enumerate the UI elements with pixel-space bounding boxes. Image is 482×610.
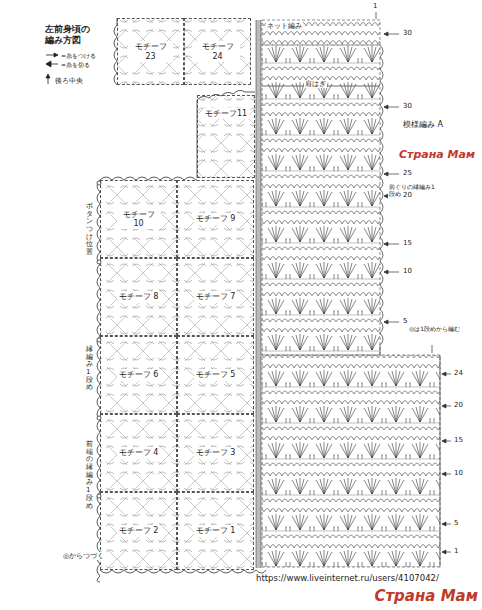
chart-stroke: [442, 522, 446, 526]
chart-stroke: [54, 53, 58, 57]
row-number: 20: [453, 401, 464, 409]
chart-stroke: [46, 61, 51, 67]
chart-stroke: [440, 355, 441, 567]
row-number: 5: [453, 519, 459, 527]
motif-box: モチーフ 6: [100, 336, 177, 414]
note-label: ◎は1段めから編む: [408, 326, 462, 333]
row-number: 1: [453, 547, 459, 555]
chart-stroke: [262, 355, 440, 567]
motif-label: モチーフ 3: [194, 447, 238, 458]
note-label: 肩はぎ: [304, 80, 327, 88]
chart-stroke: [442, 439, 446, 443]
legend-text: =糸を切る: [61, 61, 90, 70]
motif-box: モチーフ 3: [177, 414, 254, 492]
chart-stroke: [384, 270, 388, 274]
note-label: Страна Мам: [398, 149, 476, 162]
motif-box: モチーフ 23: [117, 18, 184, 85]
edging: [97, 18, 266, 582]
note-label: ボタンつけ位置: [86, 202, 93, 258]
chart-stroke: [432, 345, 433, 353]
note-label: 後ろ中央: [54, 77, 84, 85]
chart-stroke: [384, 32, 388, 36]
row-number: 10: [453, 469, 464, 477]
motif-box: モチーフ11: [197, 95, 255, 178]
motif-label: モチーフ 8: [117, 291, 161, 302]
motif-label: モチーフ 6: [117, 369, 161, 380]
chart-stroke: [442, 404, 446, 408]
row-arrows: [376, 12, 451, 554]
note-label: ◎からつづく: [62, 552, 105, 560]
row-number: 15: [453, 436, 464, 444]
motif-box: モチーフ 9: [177, 180, 254, 258]
chart-stroke: [442, 550, 446, 554]
motif-label: モチーフ 2: [117, 525, 161, 536]
chart-stroke: [100, 180, 254, 570]
motif-label: モチーフ 1: [194, 525, 238, 536]
motif-stitches: [100, 18, 255, 570]
motif-label: モチーフ 5: [194, 369, 238, 380]
motif-box: モチーフ 8: [100, 258, 177, 336]
chart-stroke: [384, 172, 388, 176]
motif-box: モチーフ 24: [184, 18, 251, 85]
motif-box: モチーフ 4: [100, 414, 177, 492]
motif-box: モチーフ 10: [100, 180, 177, 258]
row-number: 30: [402, 102, 413, 110]
motif-box: モチーフ 5: [177, 336, 254, 414]
chart-stroke: [197, 95, 255, 178]
note-label: 前端の縁編み1段め: [86, 440, 93, 511]
motif-box: モチーフ 2: [100, 492, 177, 570]
row-number: 5: [402, 317, 408, 325]
note-label: https://www.liveinternet.ru/users/410704…: [255, 574, 440, 584]
motif-label: モチーフ 4: [117, 447, 161, 458]
row-number: 10: [402, 267, 413, 275]
motif-box: モチーフ 1: [177, 492, 254, 570]
motif-label: モチーフ 24: [196, 41, 240, 61]
chart-stroke: [262, 45, 380, 355]
note-label: 縁編み1段め: [86, 345, 93, 393]
legend-text: =糸をつける: [61, 52, 96, 61]
chart-stroke: [262, 20, 380, 45]
row-number: 20: [402, 191, 413, 199]
chart-stroke: [384, 242, 388, 246]
chart-stroke: [46, 74, 50, 78]
chart-stroke: [197, 90, 255, 178]
chart-stroke: [100, 570, 266, 573]
row-number: 25: [402, 169, 413, 177]
chart-stroke: [261, 20, 262, 568]
pattern-panels: [262, 20, 440, 567]
row-number: 15: [402, 239, 413, 247]
note-label: Страна Мам: [373, 588, 479, 605]
chart-stroke: [442, 472, 446, 476]
motif-label: モチーフ 9: [194, 213, 238, 224]
motif-label: モチーフ 7: [194, 291, 238, 302]
row-number: 24: [453, 369, 464, 377]
chart-stroke: [256, 20, 261, 568]
chart-stroke: [442, 372, 446, 376]
chart-stroke: [384, 105, 388, 109]
chart-stroke: [376, 12, 377, 19]
motif-label: モチーフ 10: [117, 209, 161, 229]
chart-title: 左前身頃の 編み方図: [45, 24, 97, 46]
motif-label: モチーフ11: [203, 108, 249, 119]
motif-box: モチーフ 7: [177, 258, 254, 336]
row-number: 30: [402, 29, 413, 37]
note-label: ネット編み: [266, 22, 303, 30]
chart-stroke: [380, 45, 383, 355]
row-number: 1: [372, 2, 378, 10]
chart-stroke: [117, 18, 251, 85]
chart-stroke: [384, 320, 388, 324]
chart-stroke: [256, 20, 257, 568]
motif-label: モチーフ 23: [129, 41, 173, 61]
note-label: 模様編み A: [402, 120, 444, 129]
join-line: [256, 20, 261, 568]
